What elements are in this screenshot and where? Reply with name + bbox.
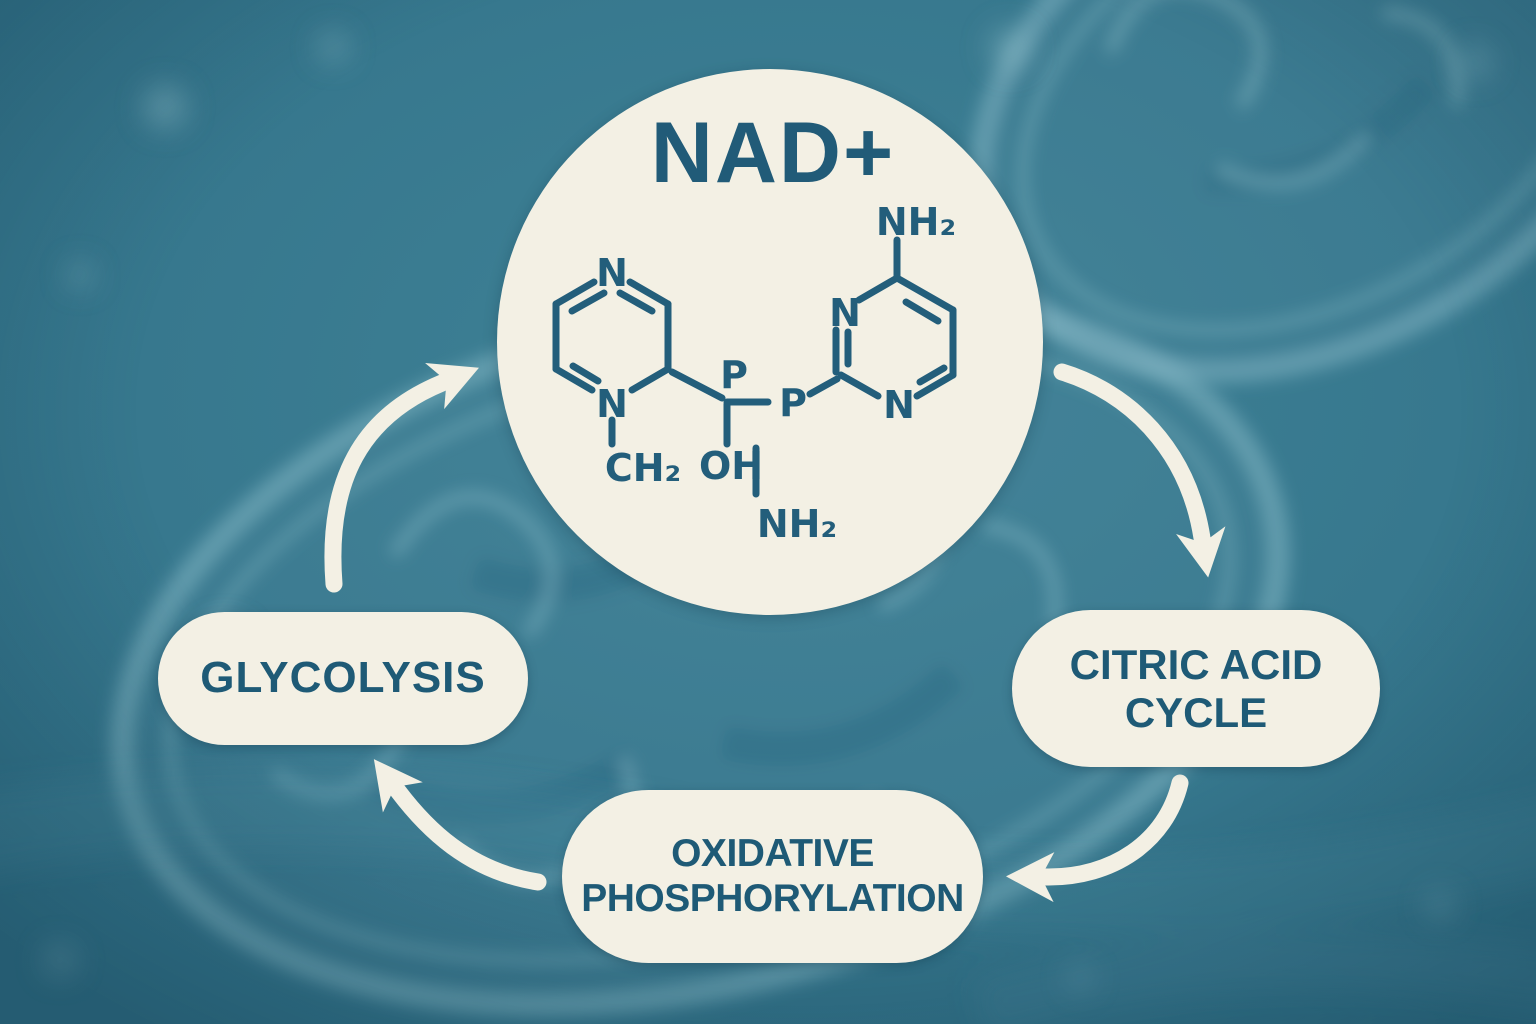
node-glycolysis: GLYCOLYSIS [158,612,528,745]
atom-nh2-top: NH₂ [876,200,956,244]
node-glycolysis-label: GLYCOLYSIS [200,653,486,703]
atom-p1: P [720,353,748,397]
atom-nh2-center: NH₂ [757,502,837,546]
diagram-title: NAD+ [650,105,896,201]
nad-structure-drawing: N N CH₂ P P OH NH₂ NH₂ N N [552,200,957,546]
pyrimidine-ring [832,236,957,400]
pyridine-ring [552,278,672,448]
arrow-citric-to-oxphos-icon [1006,774,1189,903]
phosphate-bridge [668,368,841,498]
atom-p2: P [779,381,807,425]
atom-labels: N N CH₂ P P OH NH₂ NH₂ N N [596,200,956,546]
atom-n-ring1-top: N [596,251,628,295]
cycle-arrows [324,362,1226,903]
arrow-glycolysis-to-nad-icon [324,362,479,593]
atom-ch2: CH₂ [605,446,681,490]
node-oxidative-phosphorylation-label: OXIDATIVE PHOSPHORYLATION [581,832,964,920]
arrow-oxphos-to-glycolysis-icon [373,759,547,891]
node-oxidative-phosphorylation: OXIDATIVE PHOSPHORYLATION [562,790,983,963]
atom-n-ring1-bottom: N [596,382,628,426]
node-citric-acid-cycle-label: CITRIC ACID CYCLE [1069,640,1323,736]
node-citric-acid-cycle: CITRIC ACID CYCLE [1012,610,1380,767]
atom-n-ring2-left: N [829,291,861,335]
arrow-nad-to-citric-icon [1053,363,1226,578]
atom-oh: OH [699,444,763,488]
atom-n-ring2-bottom: N [883,383,915,427]
